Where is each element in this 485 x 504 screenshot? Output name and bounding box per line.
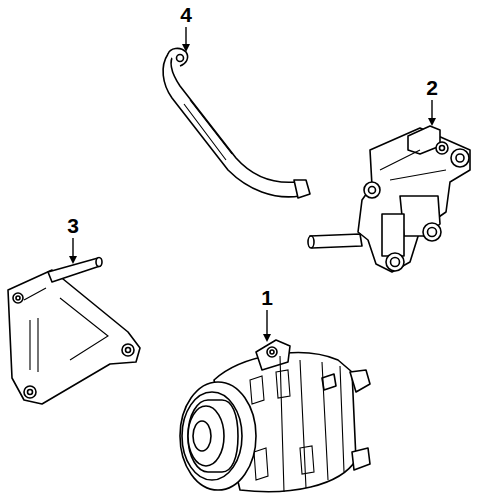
callout-number: 3 xyxy=(67,215,79,236)
adjusting-strap xyxy=(168,48,188,66)
adjusting-strap xyxy=(294,180,310,198)
mounting-bracket xyxy=(451,149,469,167)
callout-number: 4 xyxy=(180,4,192,25)
alternator xyxy=(193,421,211,451)
callout-number: 2 xyxy=(426,77,438,98)
alternator xyxy=(352,448,370,470)
alternator xyxy=(188,400,238,472)
lower-bracket xyxy=(126,348,131,353)
lower-bracket xyxy=(24,288,46,372)
alternator xyxy=(350,370,370,392)
adjusting-strap xyxy=(184,100,232,160)
mounting-bracket xyxy=(382,214,404,256)
callout-number: 1 xyxy=(261,287,273,308)
alternator xyxy=(254,446,314,480)
mounting-bracket xyxy=(400,196,440,236)
mounting-bracket xyxy=(369,187,376,194)
alternator xyxy=(250,370,290,404)
adjusting-strap xyxy=(177,55,184,62)
mounting-bracket xyxy=(308,236,314,248)
lower-bracket xyxy=(60,298,108,360)
lower-bracket xyxy=(96,258,102,267)
mounting-bracket xyxy=(380,150,446,180)
lower-bracket xyxy=(8,270,140,404)
mounting-bracket xyxy=(440,146,445,151)
alternator xyxy=(280,356,344,492)
alternator xyxy=(180,340,370,492)
lower-bracket xyxy=(8,258,140,405)
mounting-bracket xyxy=(423,223,441,241)
mounting-bracket xyxy=(408,126,440,154)
mounting-bracket xyxy=(308,126,470,272)
lower-bracket xyxy=(122,344,134,356)
alternator xyxy=(182,392,242,480)
alternator xyxy=(188,406,224,466)
mounting-bracket xyxy=(428,228,437,237)
mounting-bracket xyxy=(386,253,404,271)
leader-line xyxy=(69,256,77,264)
mounting-bracket xyxy=(436,142,448,154)
mounting-bracket xyxy=(310,234,362,248)
lower-bracket xyxy=(48,258,100,282)
mounting-bracket xyxy=(456,154,464,162)
alternator xyxy=(180,382,256,490)
lower-bracket xyxy=(24,386,36,398)
alternator xyxy=(322,374,336,390)
mounting-bracket xyxy=(391,258,400,267)
alternator xyxy=(256,340,290,370)
lower-bracket xyxy=(16,296,20,300)
lower-bracket xyxy=(13,293,23,303)
lower-bracket xyxy=(28,390,33,395)
mounting-bracket xyxy=(364,182,380,198)
adjusting-strap xyxy=(163,48,310,198)
adjusting-strap xyxy=(163,54,300,197)
alternator xyxy=(267,347,277,357)
leader-line xyxy=(428,118,436,126)
leader-line xyxy=(263,334,271,342)
alternator xyxy=(270,350,274,354)
